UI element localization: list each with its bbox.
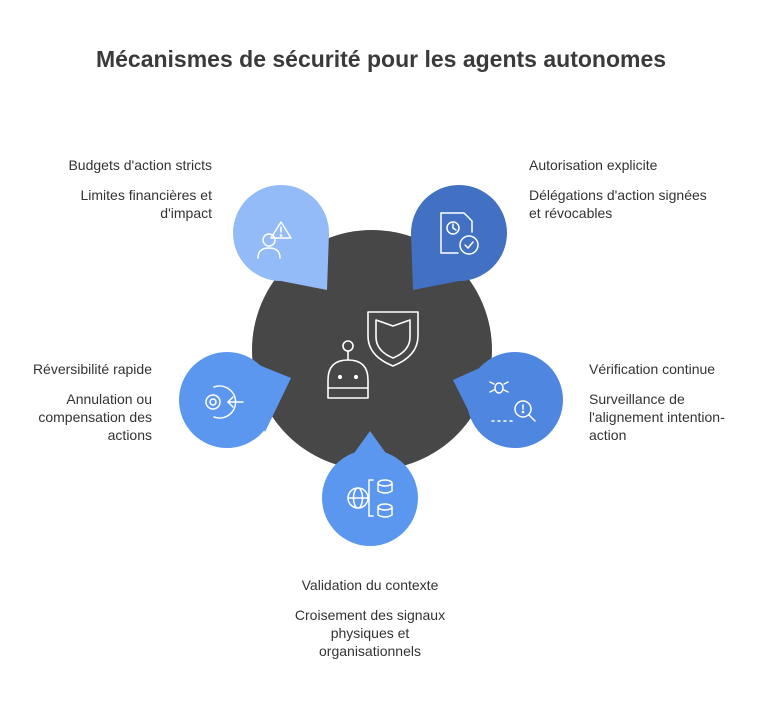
shield-icon	[367, 311, 419, 367]
node-heading: Budgets d'action stricts	[68, 157, 212, 173]
node-verification[interactable]	[453, 352, 563, 448]
node-description: Surveillance de l'alignement intention-a…	[589, 391, 725, 443]
rewind-circle-icon	[205, 385, 244, 419]
robot-icon	[327, 340, 369, 399]
node-heading: Autorisation explicite	[529, 157, 658, 173]
label-budgets: Budgets d'action stricts Limites financi…	[12, 156, 212, 222]
node-description: Croisement des signaux physiques et orga…	[294, 607, 446, 659]
label-reversibilite: Réversibilité rapide Annulation ou compe…	[12, 360, 152, 444]
globe-database-icon	[347, 479, 393, 518]
label-autorisation: Autorisation explicite Délégations d'act…	[529, 156, 729, 222]
node-heading: Validation du contexte	[301, 577, 439, 593]
node-heading: Réversibilité rapide	[32, 361, 152, 377]
node-description: Délégations d'action signées et révocabl…	[529, 187, 707, 221]
label-validation: Validation du contexte Croisement des si…	[270, 576, 470, 660]
label-verification: Vérification continue Surveillance de l'…	[589, 360, 749, 444]
person-warning-icon	[257, 221, 292, 259]
bug-search-icon	[489, 381, 536, 422]
node-description: Annulation ou compensation des actions	[38, 391, 152, 443]
node-description: Limites financières et d'impact	[80, 187, 212, 221]
node-validation[interactable]	[322, 431, 418, 546]
page-title: Mécanismes de sécurité pour les agents a…	[95, 46, 667, 72]
node-budgets[interactable]	[233, 185, 329, 290]
node-reversibilite[interactable]	[179, 352, 291, 448]
node-heading: Vérification continue	[589, 361, 716, 377]
clock-document-check-icon	[440, 212, 479, 255]
node-autorisation[interactable]	[411, 185, 507, 290]
